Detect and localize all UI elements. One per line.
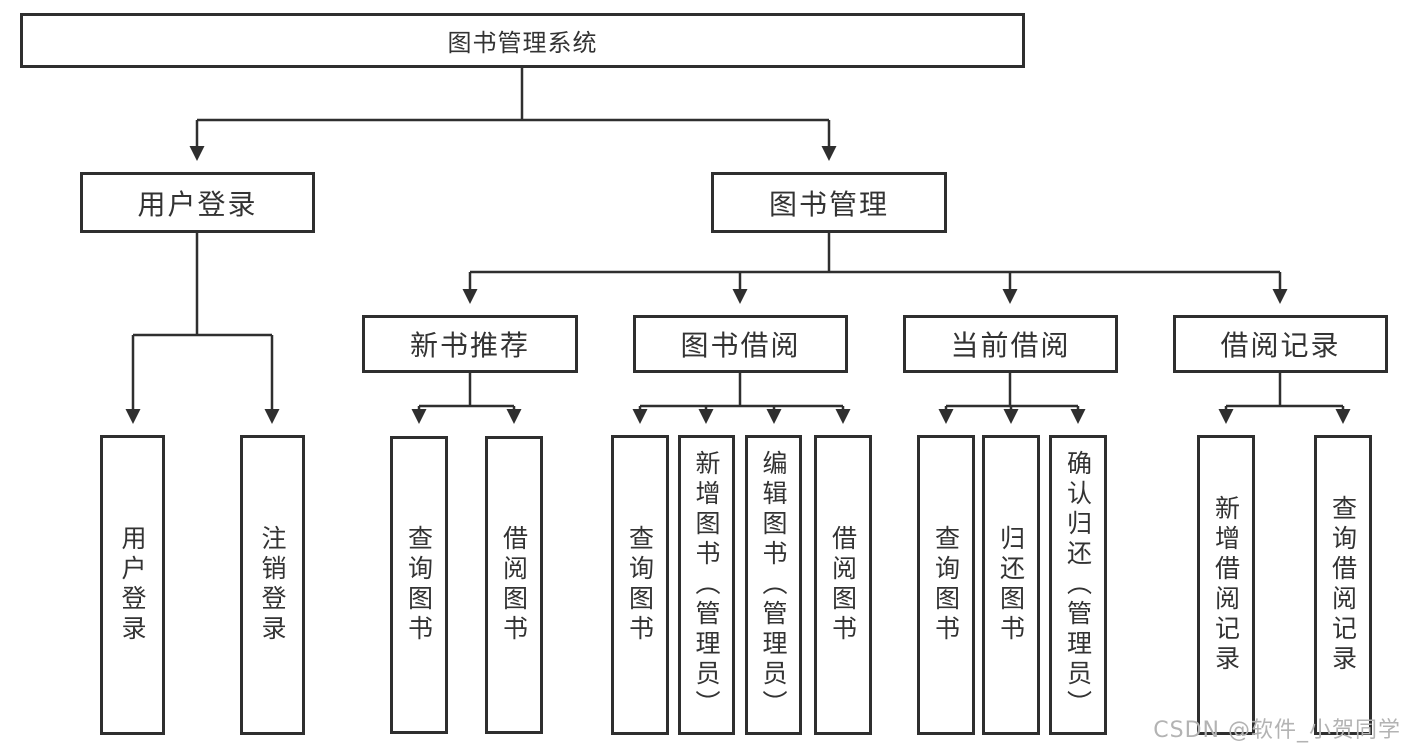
leaf-add-book-admin: 新增图书（管理员） (678, 435, 735, 735)
leaf-add-borrow-record: 新增借阅记录 (1197, 435, 1255, 735)
node-new-book-recommend: 新书推荐 (362, 315, 578, 373)
leaf-add-borrow-record-label: 新增借阅记录 (1211, 495, 1241, 675)
leaf-query-books-recommend-label: 查询图书 (404, 525, 434, 645)
leaf-query-borrow-record: 查询借阅记录 (1314, 435, 1372, 735)
node-book-borrowing: 图书借阅 (633, 315, 848, 373)
leaf-query-books-recommend: 查询图书 (390, 436, 448, 734)
leaf-logout-label: 注销登录 (258, 525, 287, 645)
node-root: 图书管理系统 (20, 13, 1025, 68)
node-current-borrowing: 当前借阅 (903, 315, 1118, 373)
leaf-query-books-current: 查询图书 (917, 435, 975, 735)
leaf-query-books-current-label: 查询图书 (931, 525, 961, 645)
watermark: CSDN @软件_小贺同学 (1153, 718, 1401, 743)
node-root-label: 图书管理系统 (447, 29, 598, 57)
leaf-add-book-admin-label: 新增图书（管理员） (692, 450, 721, 720)
leaf-user-login-label: 用户登录 (118, 525, 147, 645)
node-book-management: 图书管理 (711, 172, 947, 233)
node-user-login: 用户登录 (80, 172, 315, 233)
leaf-borrow-books-borrowing: 借阅图书 (814, 435, 872, 735)
leaf-user-login: 用户登录 (100, 435, 165, 735)
leaf-confirm-return-admin-label: 确认归还（管理员） (1063, 450, 1093, 720)
leaf-borrow-books-recommend-label: 借阅图书 (499, 525, 529, 645)
leaf-return-book-label: 归还图书 (996, 525, 1026, 645)
node-book-borrowing-label: 图书借阅 (680, 329, 801, 362)
leaf-borrow-books-recommend: 借阅图书 (485, 436, 543, 734)
leaf-confirm-return-admin: 确认归还（管理员） (1049, 435, 1107, 735)
leaf-query-books-borrowing-label: 查询图书 (625, 525, 655, 645)
node-user-login-label: 用户登录 (137, 187, 258, 221)
node-borrowing-records-label: 借阅记录 (1220, 329, 1341, 362)
leaf-borrow-books-borrowing-label: 借阅图书 (828, 525, 858, 645)
leaf-query-books-borrowing: 查询图书 (611, 435, 669, 735)
node-book-management-label: 图书管理 (768, 187, 889, 221)
leaf-query-borrow-record-label: 查询借阅记录 (1328, 495, 1358, 675)
leaf-edit-book-admin-label: 编辑图书（管理员） (759, 450, 788, 720)
leaf-return-book: 归还图书 (982, 435, 1040, 735)
node-borrowing-records: 借阅记录 (1173, 315, 1388, 373)
leaf-logout: 注销登录 (240, 435, 305, 735)
leaf-edit-book-admin: 编辑图书（管理员） (745, 435, 802, 735)
node-current-borrowing-label: 当前借阅 (950, 329, 1071, 362)
node-new-book-recommend-label: 新书推荐 (409, 329, 530, 362)
